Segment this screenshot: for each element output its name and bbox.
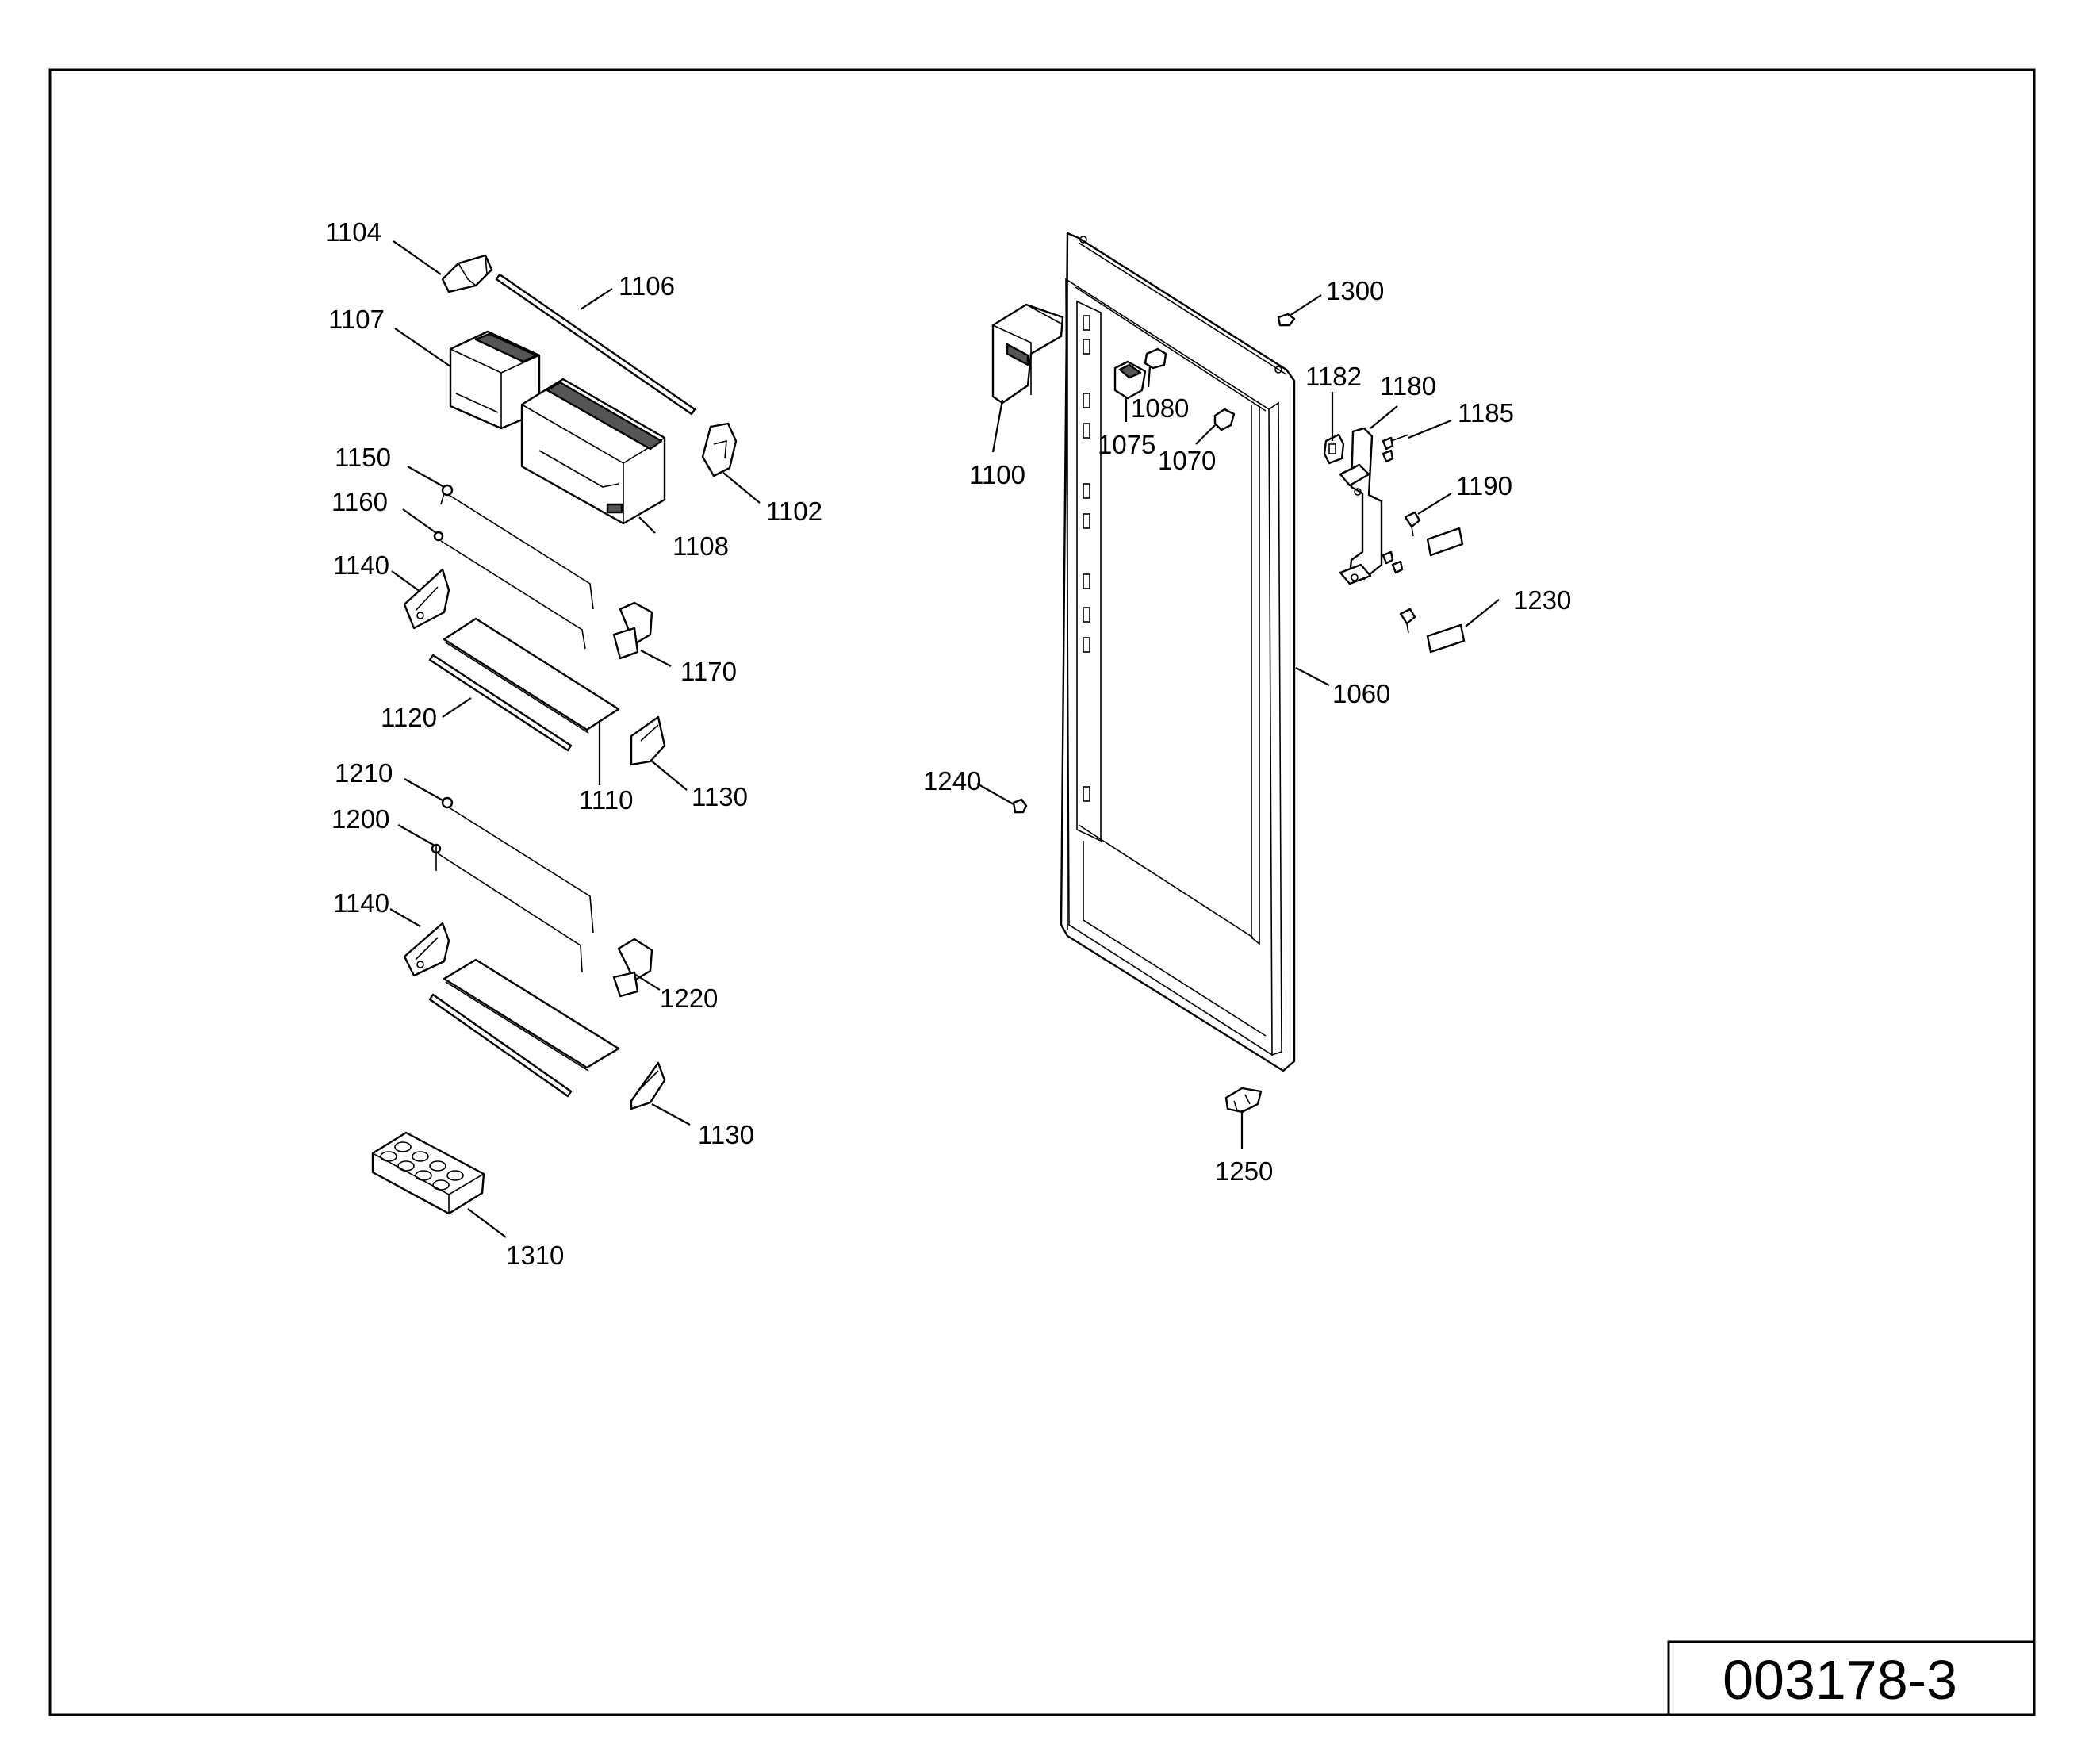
part-1130-support-lower [630,1061,666,1110]
part-1080-block [1144,347,1167,370]
label-1230: 1230 [1513,585,1571,615]
label-1106: 1106 [619,271,675,301]
label-1130-upper: 1130 [692,782,748,811]
label-1140-upper: 1140 [333,550,389,580]
part-1100-door-bin [991,303,1064,405]
part-strip-lower [428,993,573,1098]
part-1106-rod [495,273,696,416]
part-1185-screws [1382,434,1409,574]
label-1300: 1300 [1326,276,1384,305]
part-1240-screw [1012,798,1028,814]
part-1104-bracket [441,254,493,293]
part-1200-wire [431,843,583,973]
part-1160-wire [433,531,586,650]
part-labels: 1104 1106 1107 1108 1102 1150 1160 1140 … [325,217,1571,1270]
part-1075-switch [1113,360,1147,400]
label-1080: 1080 [1131,393,1189,423]
part-1210-wire [441,796,594,934]
part-1108-bin [520,378,666,525]
label-1185: 1185 [1458,398,1514,428]
part-1102-bracket [701,422,738,477]
part-1310-egg-tray [371,1131,485,1215]
drawing-frame [48,68,2036,1716]
part-1190-screws [1399,511,1421,634]
left-parts-group [371,254,738,1215]
label-1210: 1210 [335,758,393,788]
label-1110: 1110 [579,785,634,815]
label-1240: 1240 [923,766,981,796]
part-1120-strip [428,654,573,752]
part-shelf-lower [443,958,620,1072]
label-1108: 1108 [673,531,729,561]
title-block: 003178-3 [1667,1640,2036,1716]
label-1060: 1060 [1332,679,1390,708]
part-1150-wire [440,484,594,610]
part-1110-shelf-upper [443,617,620,734]
label-1104: 1104 [325,217,381,247]
label-1150: 1150 [335,443,391,472]
label-1100: 1100 [969,460,1025,489]
label-1182: 1182 [1305,362,1362,391]
label-1102: 1102 [766,497,822,526]
label-1220: 1220 [660,984,718,1013]
label-1070: 1070 [1158,446,1216,475]
label-1190: 1190 [1456,471,1512,500]
part-1220-hook [612,938,653,998]
part-1130-support-upper [630,715,666,766]
label-1310: 1310 [506,1241,564,1270]
label-1160: 1160 [332,487,388,516]
part-1140-support-upper [403,568,450,630]
leader-lines [389,240,1500,1238]
part-1140-support-lower [403,922,450,977]
label-1200: 1200 [332,804,389,834]
part-1230-covers [1426,527,1466,654]
label-1140-lower: 1140 [333,888,389,918]
drawing-number: 003178-3 [1723,1649,1957,1711]
label-1120: 1120 [381,703,437,732]
label-1170: 1170 [680,657,737,686]
part-1182-clip [1323,433,1345,465]
label-1250: 1250 [1215,1156,1273,1186]
part-1107-bin [449,330,541,430]
part-1250-hinge [1224,1087,1263,1114]
part-1170-hook [612,601,653,660]
part-1070-knob [1213,408,1236,431]
label-1130-lower: 1130 [698,1120,754,1149]
part-1060-door [1060,232,1296,1072]
part-1180-hinge [1339,427,1383,585]
label-1180: 1180 [1380,371,1436,401]
label-1075: 1075 [1098,430,1155,459]
part-1300-cap [1277,313,1296,327]
label-1107: 1107 [328,305,385,334]
